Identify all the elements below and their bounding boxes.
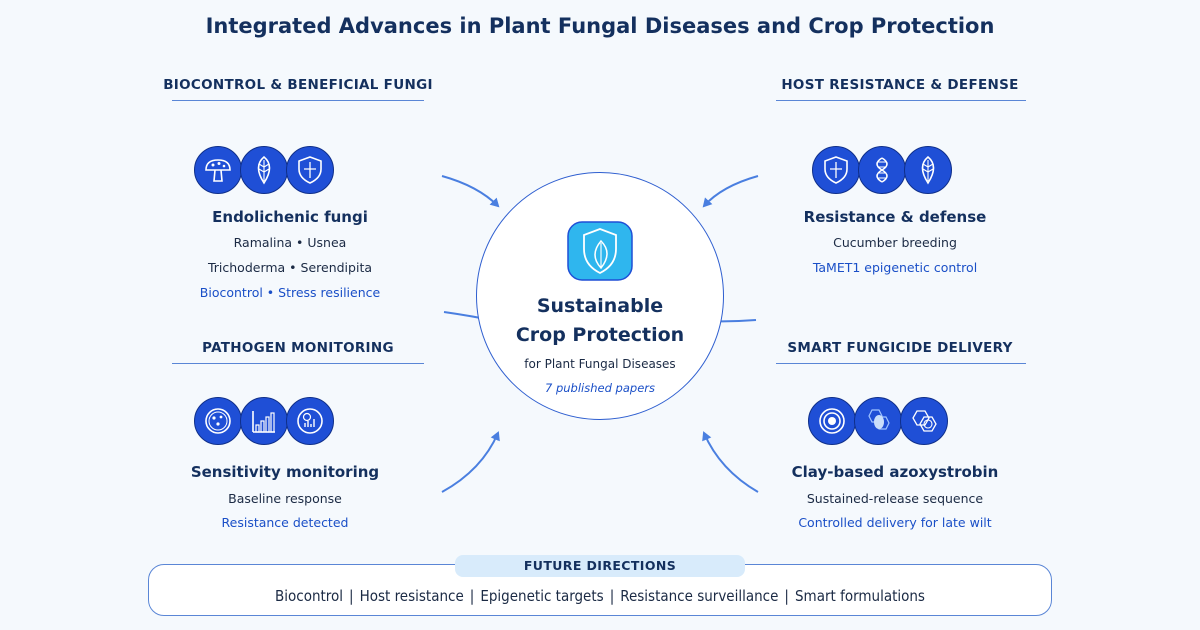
center-subtitle: for Plant Fungal Diseases: [524, 357, 676, 371]
icon-group-monitoring: [194, 397, 334, 445]
future-item: Epigenetic targets: [480, 587, 604, 605]
subtitle-monitoring: Sensitivity monitoring: [190, 463, 380, 481]
future-directions-list: Biocontrol | Host resistance | Epigenetic ta…: [148, 587, 1052, 605]
section-heading-delivery: SMART FUNGICIDE DELIVERY: [787, 340, 1013, 356]
release-hexagon-icon: [900, 397, 948, 445]
future-directions-label: FUTURE DIRECTIONS: [455, 555, 745, 577]
icon-group-biocontrol: [194, 146, 334, 194]
section-heading-host: HOST RESISTANCE & DEFENSE: [781, 77, 1019, 93]
separator: |: [469, 587, 475, 605]
detail-biocontrol-2: Trichoderma • Serendipita: [207, 260, 373, 275]
icon-group-delivery: [808, 397, 948, 445]
center-title-line2: Crop Protection: [515, 324, 685, 346]
icon-group-host: [812, 146, 952, 194]
detail-biocontrol-1: Ramalina • Usnea: [233, 235, 347, 250]
page-title: Integrated Advances in Plant Fungal Dise…: [205, 14, 995, 38]
leaf-icon: [240, 146, 288, 194]
arrow-top-right: [702, 175, 759, 208]
subtitle-biocontrol: Endolichenic fungi: [212, 208, 368, 226]
subtitle-host: Resistance & defense: [803, 208, 987, 226]
subtitle-delivery: Clay-based azoxystrobin: [791, 463, 999, 481]
microscope-icon: [286, 397, 334, 445]
section-heading-monitoring: PATHOGEN MONITORING: [202, 340, 394, 356]
target-icon: [808, 397, 856, 445]
separator: |: [609, 587, 615, 605]
arrow-top-left: [441, 175, 500, 208]
separator: |: [784, 587, 789, 605]
future-item: Resistance surveillance: [620, 587, 779, 605]
separator: |: [349, 587, 354, 605]
center-hub: [476, 172, 724, 420]
bar-chart-icon: [240, 397, 288, 445]
detail-monitoring-2: Resistance detected: [221, 515, 349, 530]
arrow-bottom-right: [702, 431, 759, 493]
leaf-icon: [904, 146, 952, 194]
section-heading-biocontrol: BIOCONTROL & BENEFICIAL FUNGI: [163, 77, 433, 93]
section-divider: [776, 100, 1026, 101]
detail-delivery-2: Controlled delivery for late wilt: [798, 515, 992, 530]
section-divider: [172, 100, 424, 101]
shield-icon: [812, 146, 860, 194]
dna-icon: [858, 146, 906, 194]
detail-biocontrol-3: Biocontrol • Stress resilience: [199, 285, 381, 300]
future-item: Host resistance: [359, 587, 464, 605]
detail-monitoring-1: Baseline response: [228, 491, 342, 506]
mushroom-icon: [194, 146, 242, 194]
future-item: Smart formulations: [794, 587, 925, 605]
detail-host-2: TaMET1 epigenetic control: [812, 260, 978, 275]
petri-dish-icon: [194, 397, 242, 445]
shield-icon: [286, 146, 334, 194]
center-title-line1: Sustainable: [536, 295, 664, 317]
clay-hexagon-icon: [854, 397, 902, 445]
shield-leaf-icon: [567, 221, 633, 281]
arrow-bottom-left: [441, 431, 500, 493]
section-divider: [172, 363, 424, 364]
section-divider: [776, 363, 1026, 364]
center-note: 7 published papers: [544, 381, 655, 395]
future-item: Biocontrol: [275, 587, 344, 605]
detail-delivery-1: Sustained-release sequence: [806, 491, 984, 506]
detail-host-1: Cucumber breeding: [833, 235, 957, 250]
